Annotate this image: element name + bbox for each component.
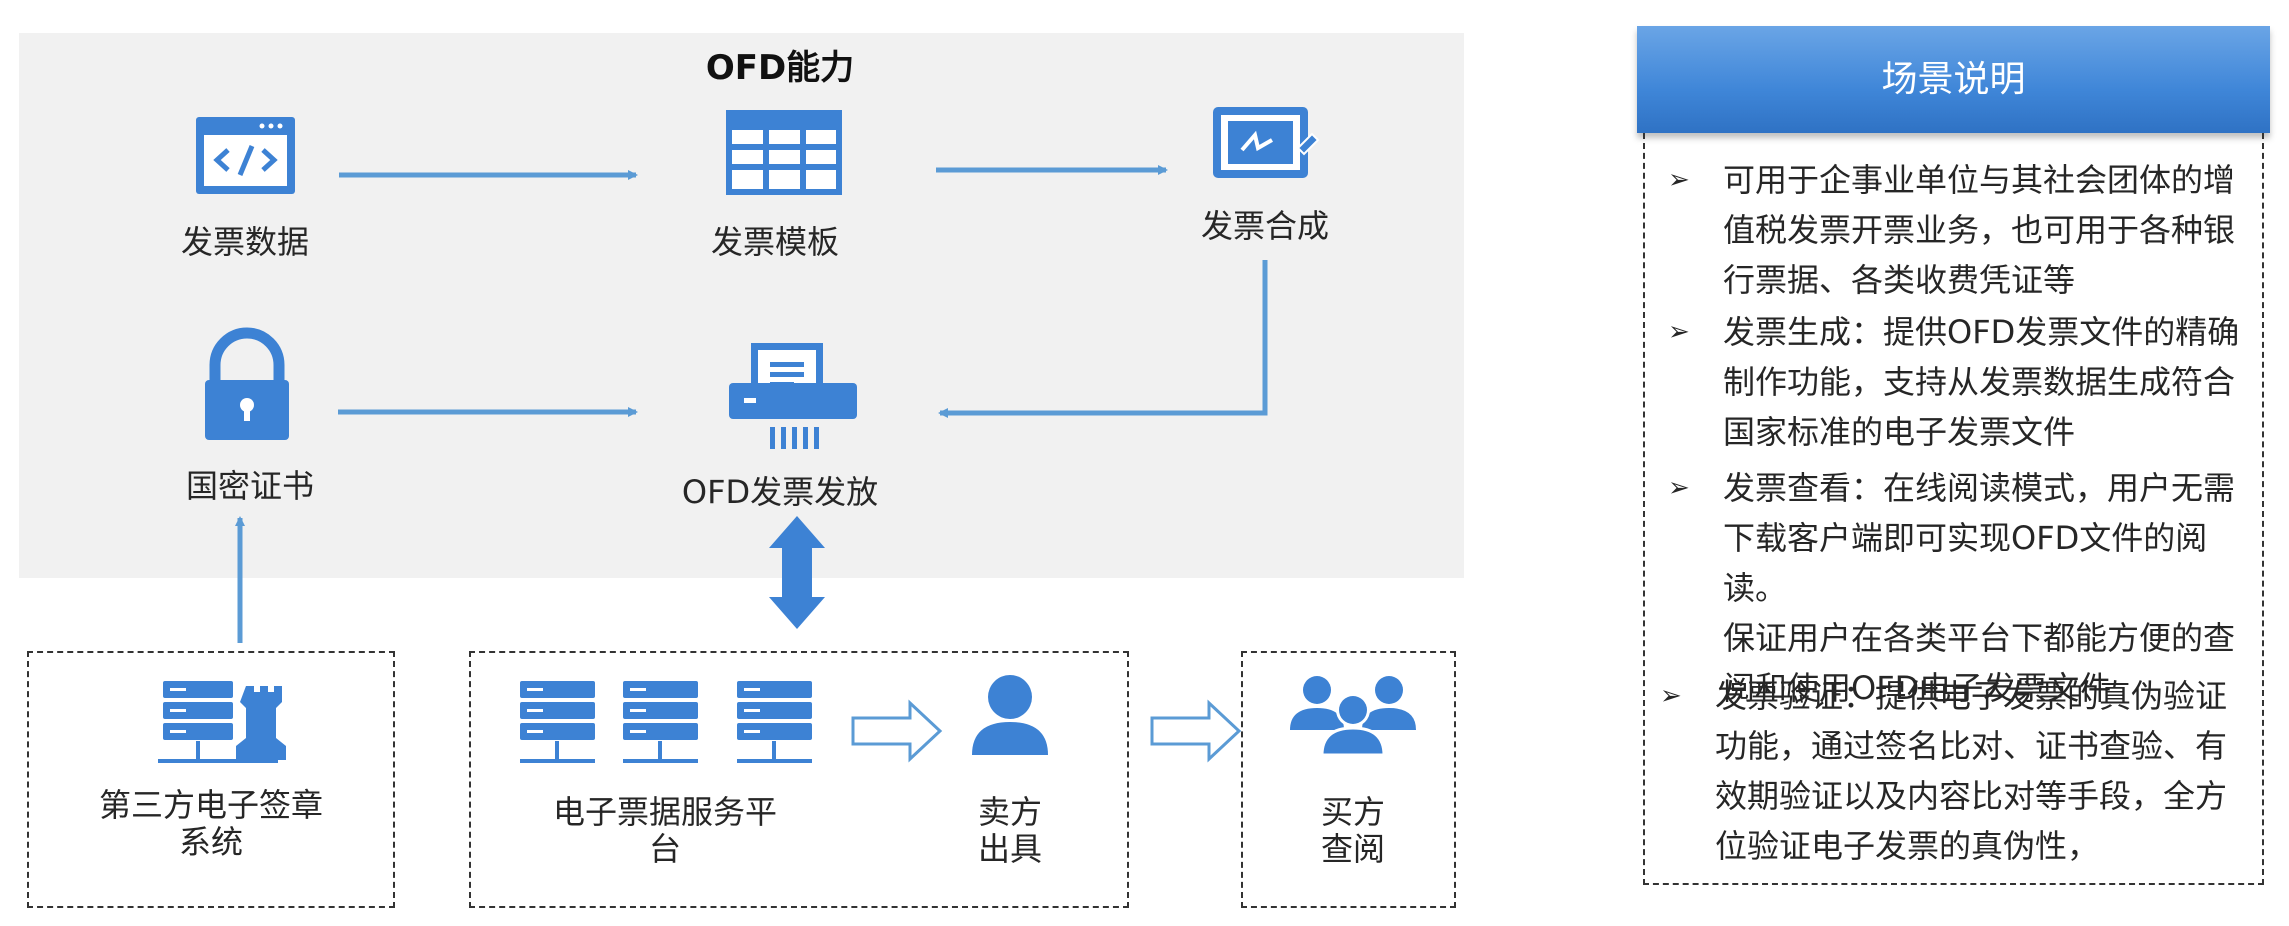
server-icon <box>520 681 812 763</box>
bullet-line: 效期验证以及内容比对等手段，全方 <box>1715 777 2228 815</box>
seller-label-line2: 出具 <box>977 830 1042 868</box>
platform-label-line1: 电子票据服务平 <box>552 793 777 831</box>
bullet-arrow-icon: ➢ <box>1660 681 1682 711</box>
service-platform-box <box>469 651 1129 908</box>
bullet-line: 可用于企事业单位与其社会团体的增 <box>1723 161 2236 199</box>
third-party-label-line2: 系统 <box>178 823 243 861</box>
user-icon <box>972 675 1048 755</box>
buyer-box <box>1241 651 1456 908</box>
bullet-line: 国家标准的电子发票文件 <box>1723 413 2076 451</box>
scene-bullet: ➢ 发票验证：提供电子发票的真伪验证 功能，通过签名比对、证书查验、有 效期验证… <box>1660 671 2227 871</box>
user-group-icon <box>1290 676 1416 757</box>
third-party-signature-box <box>27 651 395 908</box>
bullet-arrow-icon: ➢ <box>1668 473 1690 503</box>
bullet-line: 位验证电子发票的真伪性， <box>1715 827 2100 865</box>
bullet-line: 行票据、各类收费凭证等 <box>1723 261 2076 299</box>
bullet-arrow-icon: ➢ <box>1668 165 1690 195</box>
code-window-icon <box>196 117 295 194</box>
connector-arrows <box>235 165 1268 643</box>
server-chess-icon <box>158 681 286 763</box>
node-sm-certificate: 国密证书 <box>185 467 314 505</box>
bullet-line: 下载客户端即可实现OFD文件的阅读。 <box>1723 519 2208 607</box>
scene-description-box: ➢ 可用于企事业单位与其社会团体的增 值税发票开票业务，也可用于各种银 行票据、… <box>1643 133 2264 885</box>
buyer-label-line2: 查阅 <box>1320 830 1385 868</box>
third-party-label-line1: 第三方电子签章 <box>98 786 323 824</box>
table-grid-icon <box>726 110 842 195</box>
buyer-label-line1: 买方 <box>1320 793 1385 831</box>
bullet-line: 保证用户在各类平台下都能方便的查 <box>1723 619 2236 657</box>
bullet-line: 值税发票开票业务，也可用于各种银 <box>1723 211 2236 249</box>
diagram-title: OFD能力 <box>705 48 855 88</box>
scene-bullet: ➢ 可用于企事业单位与其社会团体的增 值税发票开票业务，也可用于各种银 行票据、… <box>1668 155 2235 305</box>
node-invoice-template: 发票模板 <box>710 223 839 261</box>
bullet-line: 发票查看：在线阅读模式，用户无需 <box>1723 469 2236 507</box>
node-invoice-synthesis: 发票合成 <box>1200 207 1329 245</box>
scene-bullet: ➢ 发票查看：在线阅读模式，用户无需 下载客户端即可实现OFD文件的阅读。 保证… <box>1668 463 2262 713</box>
node-ofd-issue: OFD发票发放 <box>681 473 879 511</box>
bullet-line: 发票验证：提供电子发票的真伪验证 <box>1715 677 2228 715</box>
signature-screen-icon <box>1213 107 1320 178</box>
bullet-line: 功能，通过签名比对、证书查验、有 <box>1715 727 2228 765</box>
scene-bullet: ➢ 发票生成：提供OFD发票文件的精确 制作功能，支持从发票数据生成符合 国家标… <box>1668 307 2239 457</box>
padlock-icon <box>205 327 289 440</box>
platform-label-line2: 台 <box>648 830 681 868</box>
printer-icon <box>729 343 857 449</box>
bullet-arrow-icon: ➢ <box>1668 317 1690 347</box>
node-invoice-data: 发票数据 <box>180 223 309 261</box>
bullet-line: 制作功能，支持从发票数据生成符合 <box>1723 363 2236 401</box>
bullet-line: 阅和使用OFD电子发票文件 <box>1723 669 2112 707</box>
scene-header: 场景说明 <box>1637 26 2270 133</box>
hollow-arrow <box>851 699 1242 763</box>
bidirectional-arrow <box>769 516 825 629</box>
bullet-line: 发票生成：提供OFD发票文件的精确 <box>1723 313 2240 351</box>
seller-label-line1: 卖方 <box>977 793 1042 831</box>
